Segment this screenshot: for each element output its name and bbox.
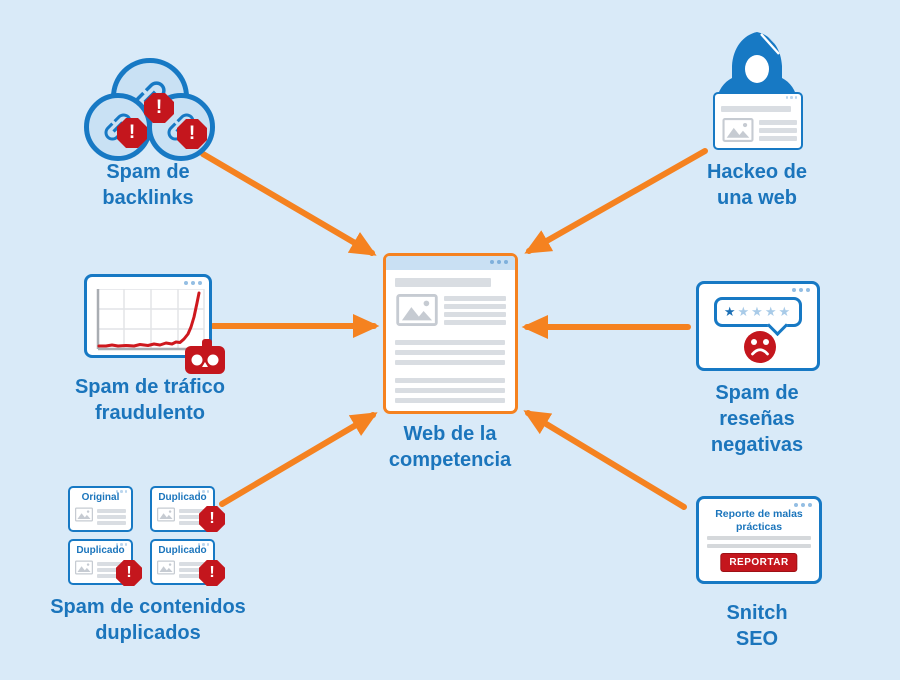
text-line (179, 521, 208, 525)
backlinks-icon-group: ! ! ! (84, 55, 216, 163)
traffic-label: Spam de tráfico fraudulento (74, 376, 226, 424)
text-line (707, 544, 811, 548)
text-line (179, 574, 208, 578)
reviews-window: ★★★★★ (696, 281, 820, 371)
text-line (759, 120, 797, 125)
text-line (444, 304, 506, 309)
window-controls-icon (115, 543, 127, 546)
hacker-hood-icon (716, 32, 798, 102)
duplicates-label: Spam de contenidos duplicados (50, 596, 246, 644)
window-controls-icon (490, 260, 508, 264)
text-line (179, 515, 208, 519)
card-label: Duplicado (158, 492, 207, 503)
image-placeholder-icon (157, 560, 175, 575)
warning-badge-icon: ! (177, 119, 207, 149)
text-line (444, 296, 506, 301)
text-line (97, 515, 126, 519)
hacked-website-window (713, 92, 803, 150)
text-line (395, 340, 505, 345)
window-controls-icon (792, 288, 810, 292)
snitch-report-window: Reporte de malas prácticas REPORTAR (696, 496, 822, 584)
text-line (707, 536, 811, 540)
text-line (179, 568, 208, 572)
report-title: Reporte de malas prácticas (715, 508, 803, 533)
window-controls-icon (794, 503, 812, 507)
card-label: Duplicado (158, 545, 207, 556)
star-icon: ★ (778, 304, 793, 319)
text-line (759, 136, 797, 141)
image-placeholder-icon (722, 118, 754, 142)
snitch-label: Snitch SEO (726, 602, 788, 650)
window-controls-icon (197, 543, 209, 546)
image-placeholder-icon (157, 507, 175, 522)
window-controls-icon (785, 96, 797, 99)
star-rating: ★★★★★ (724, 303, 792, 321)
arrow-duplicates-to-center (219, 412, 378, 507)
text-line (395, 360, 505, 365)
report-button: REPORTAR (720, 553, 798, 572)
bot-icon (185, 339, 225, 374)
backlinks-label: Spam de backlinks (102, 161, 194, 209)
content-card-original: Original (68, 486, 133, 532)
warning-badge-icon: ! (144, 93, 174, 123)
window-controls-icon (197, 490, 209, 493)
text-line (395, 378, 505, 383)
hacker-label: Hackeo de una web (706, 161, 808, 209)
text-line (444, 320, 506, 325)
text-line (179, 562, 208, 566)
text-line (97, 568, 126, 572)
text-line (395, 350, 505, 355)
window-titlebar (386, 256, 515, 270)
window-controls-icon (184, 281, 202, 285)
text-line (395, 398, 505, 403)
text-line (444, 312, 506, 317)
star-icon: ★ (764, 304, 779, 319)
warning-badge-icon: ! (117, 118, 147, 148)
review-bubble: ★★★★★ (714, 297, 802, 337)
warning-badge-icon: ! (116, 560, 142, 586)
center-label: Web de la competencia (388, 423, 512, 471)
window-controls-icon (115, 490, 127, 493)
image-placeholder-icon (75, 507, 93, 522)
image-placeholder-icon (75, 560, 93, 575)
traffic-chart-window (84, 274, 212, 358)
center-website-window (383, 253, 518, 414)
page-heading-bar (721, 106, 791, 112)
warning-badge-icon: ! (199, 560, 225, 586)
image-placeholder-icon (396, 294, 438, 326)
page-heading-bar (395, 278, 491, 287)
star-icon: ★ (751, 304, 765, 319)
text-line (395, 388, 505, 393)
sad-face-icon (744, 331, 776, 363)
text-line (97, 574, 126, 578)
text-line (759, 128, 797, 133)
warning-badge-icon: ! (199, 506, 225, 532)
text-line (97, 521, 126, 525)
star-icon: ★ (723, 304, 738, 319)
reviews-label: Spam de reseñas negativas (710, 382, 804, 456)
card-label: Original (81, 492, 120, 503)
star-icon: ★ (737, 304, 752, 319)
arrow-snitch-to-center (523, 410, 687, 510)
text-line (97, 509, 126, 513)
text-line (97, 562, 126, 566)
text-line (179, 509, 208, 513)
card-label: Duplicado (76, 545, 125, 556)
